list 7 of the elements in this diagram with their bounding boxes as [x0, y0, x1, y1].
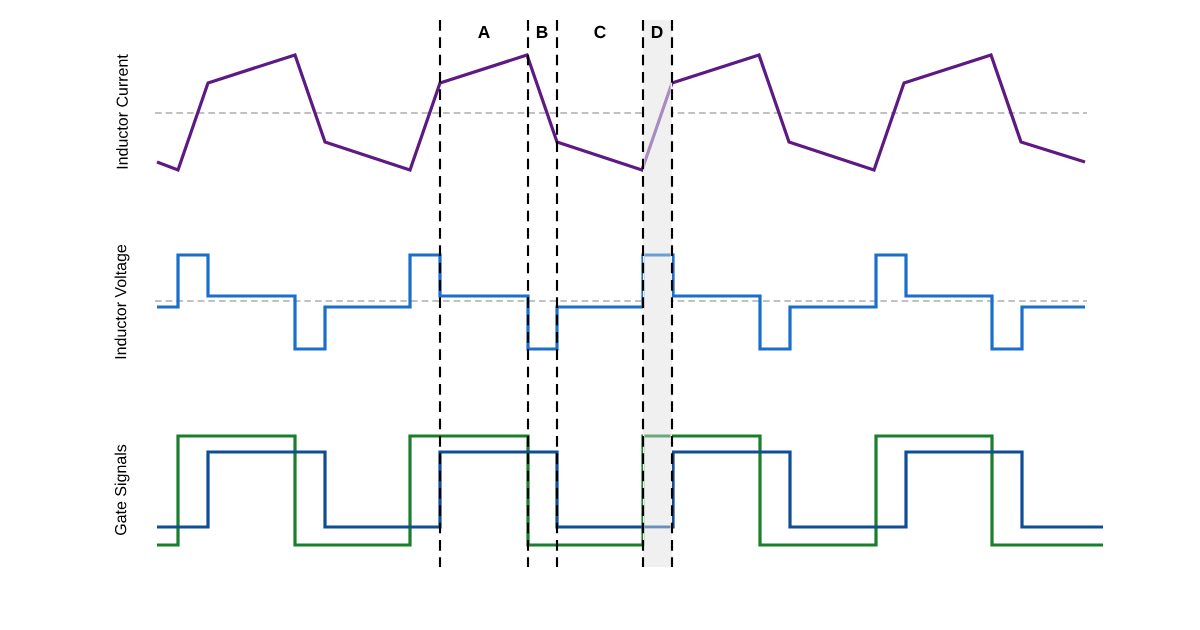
region-label: B	[536, 26, 548, 38]
axis-label: Inductor Current	[116, 54, 128, 169]
axis-label: Gate Signals	[114, 444, 130, 535]
region-label: D	[651, 26, 663, 38]
axis-label: Inductor Voltage	[114, 244, 130, 359]
region-label: C	[594, 25, 606, 39]
region-label: A	[478, 26, 490, 38]
